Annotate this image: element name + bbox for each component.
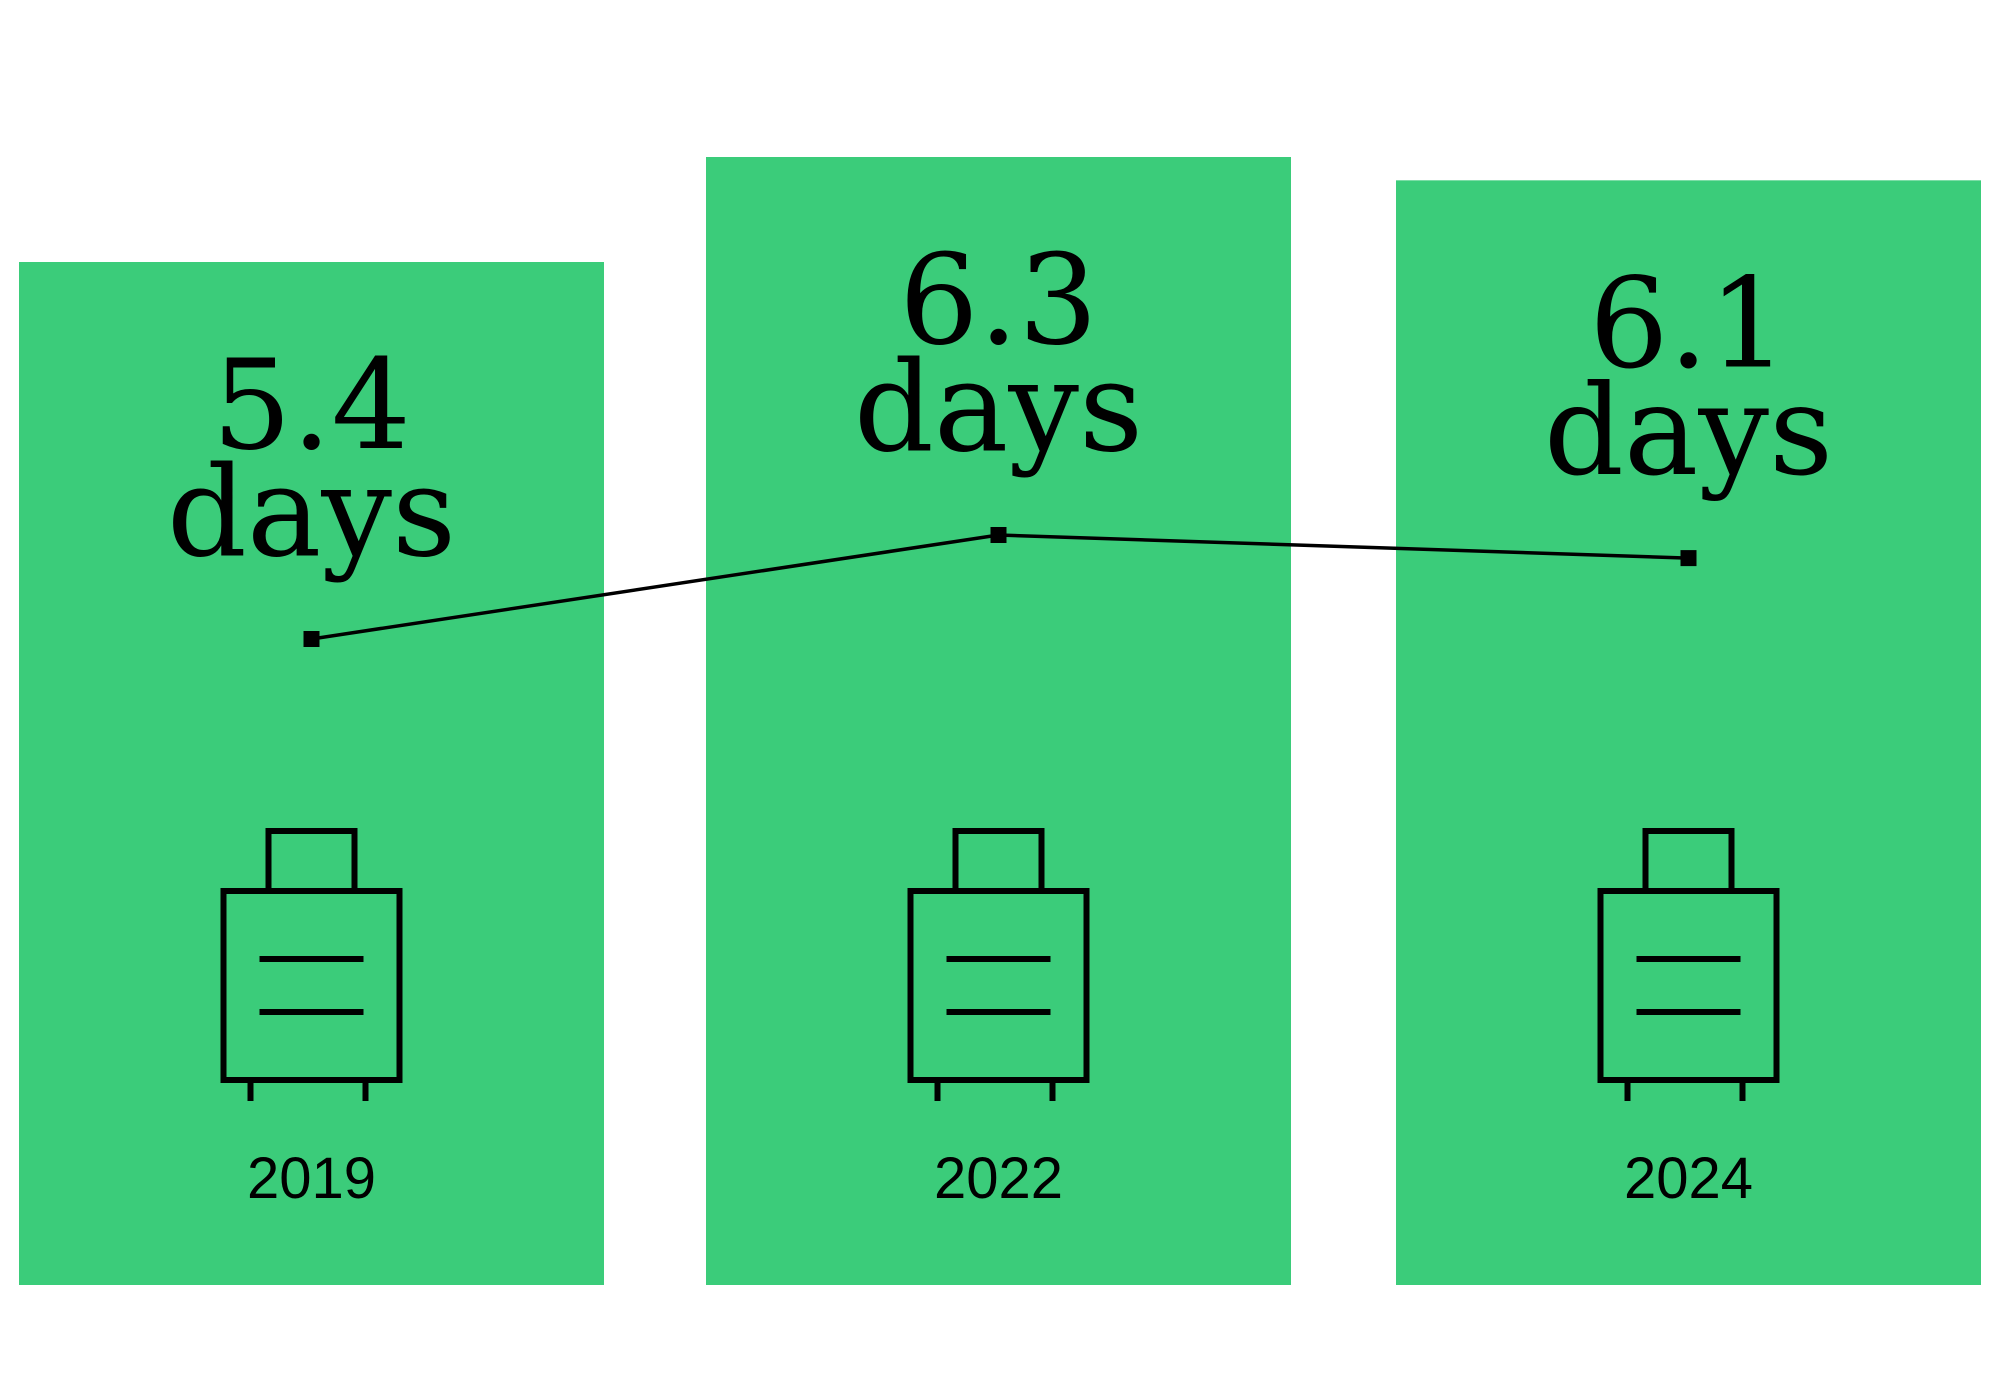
icons-group: [220, 828, 1780, 1101]
line-marker-2019: [303, 631, 320, 647]
bar-2019: [19, 262, 604, 1285]
year-label: 2022: [934, 1146, 1063, 1211]
year-label: 2019: [247, 1146, 376, 1211]
line-marker-2024: [1680, 550, 1697, 567]
trend-line-group: [303, 527, 1697, 647]
unit-label: days: [167, 440, 456, 585]
bar-2024: [1396, 180, 1981, 1285]
line-marker-2022: [990, 527, 1007, 543]
value-label: 6.1: [1589, 251, 1788, 396]
suitcase-handle: [1642, 828, 1735, 894]
unit-label: days: [854, 335, 1143, 480]
bar-2022: [706, 157, 1291, 1285]
suitcase-icon: [907, 828, 1090, 1101]
year-label: 2024: [1624, 1146, 1753, 1211]
value-label: 6.3: [899, 228, 1098, 373]
suitcase-icon: [1597, 828, 1780, 1101]
suitcase-handle: [952, 828, 1045, 894]
suitcase-icon: [220, 828, 403, 1101]
suitcase-handle: [265, 828, 358, 894]
value-label: 5.4: [212, 333, 411, 478]
unit-label: days: [1544, 358, 1833, 503]
bars-group: [19, 157, 1981, 1285]
